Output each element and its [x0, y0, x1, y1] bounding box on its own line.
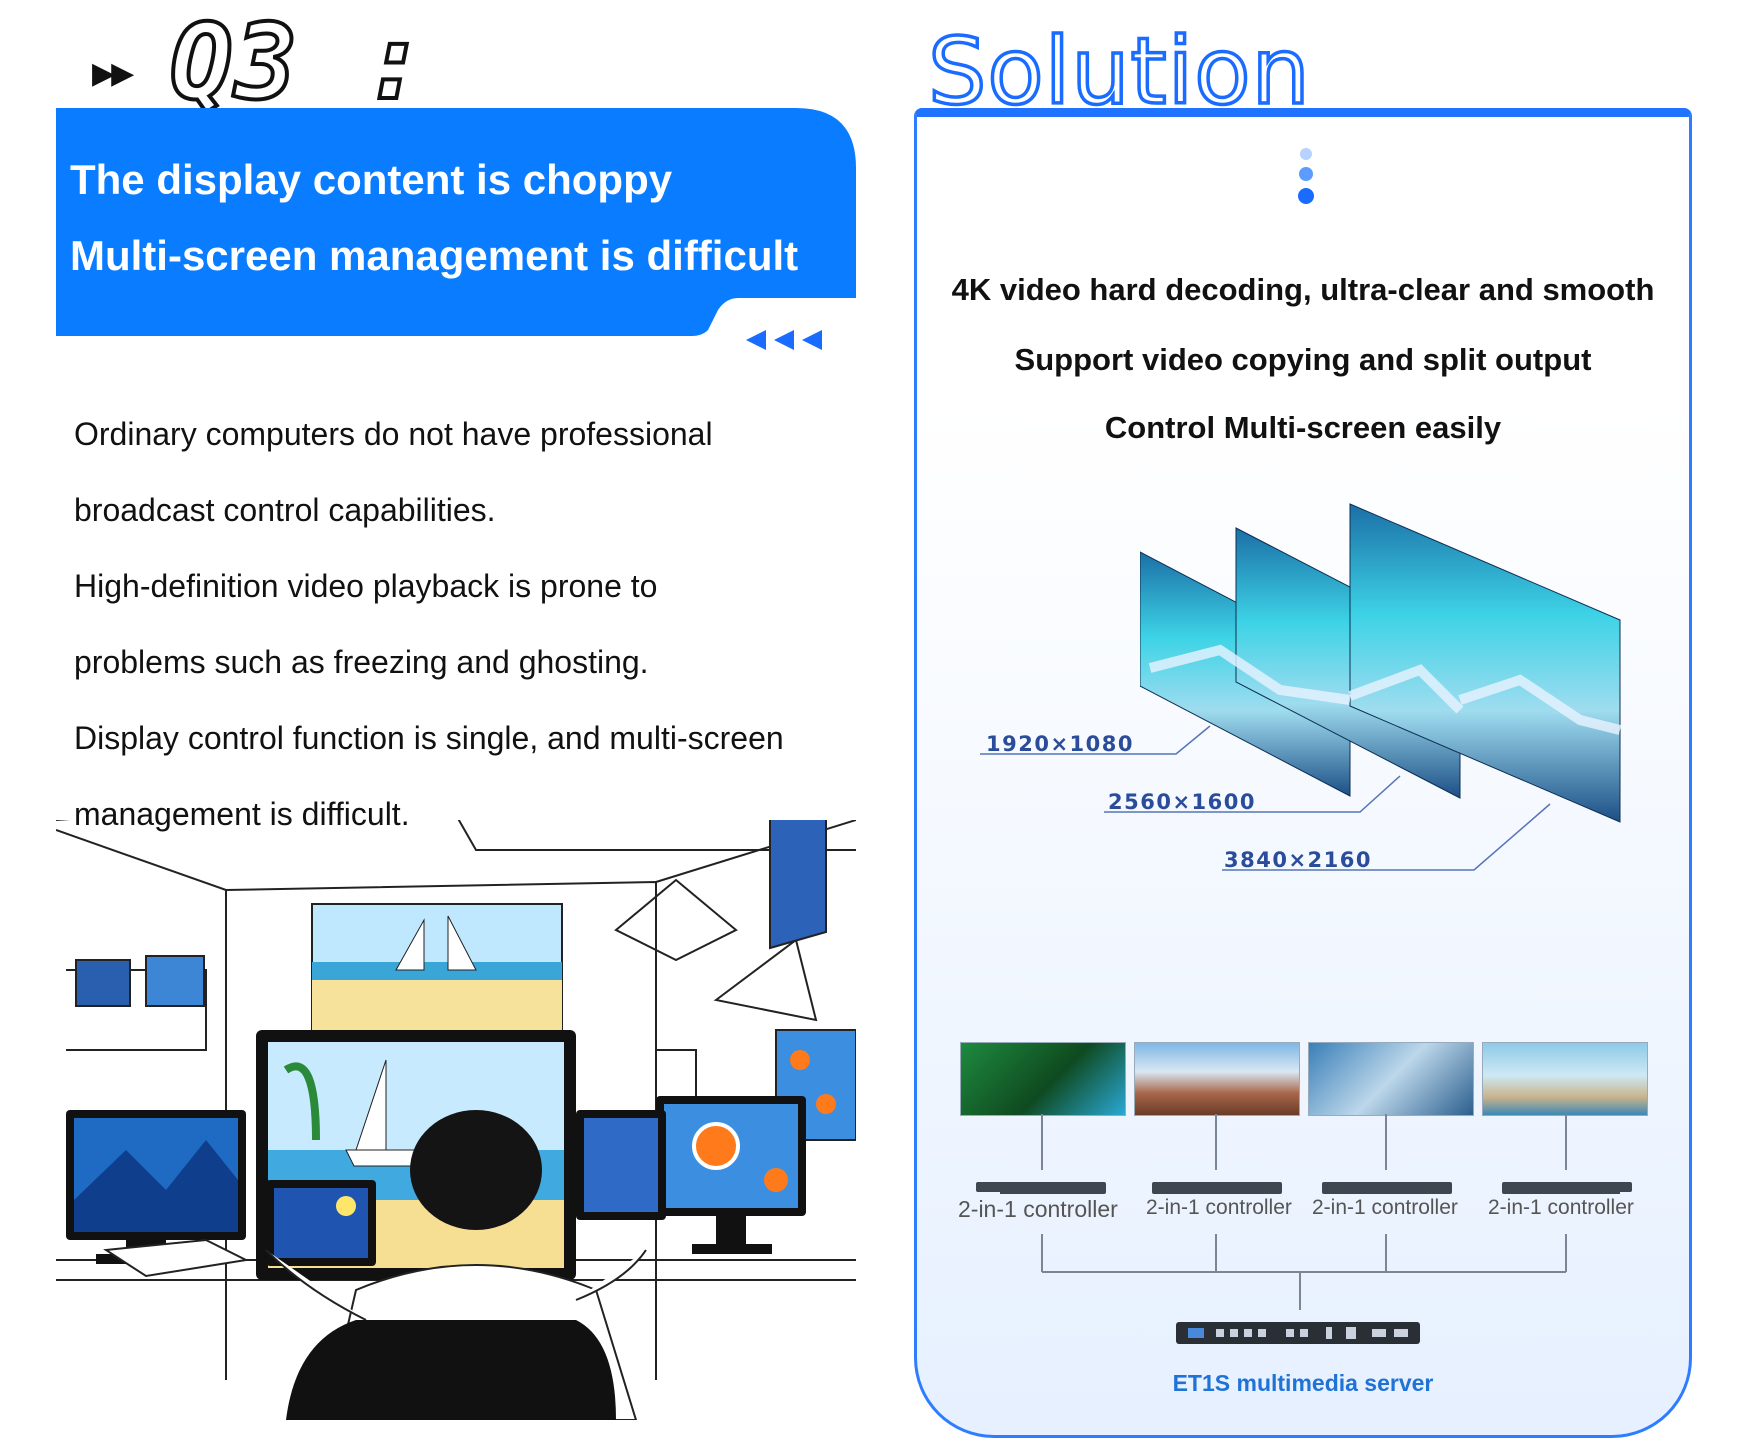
resolution-label-1: 1920×1080 — [986, 732, 1134, 756]
back-arrows-icon — [746, 330, 822, 350]
controller-label-1: 2-in-1 controller — [958, 1196, 1118, 1222]
controller-device-3 — [1322, 1182, 1452, 1192]
question-label: Q3 : — [168, 1, 429, 123]
problem-banner — [56, 108, 856, 336]
resolution-label-3: 3840×2160 — [1224, 848, 1372, 872]
paragraph-line-1: Ordinary computers do not have professio… — [74, 416, 713, 452]
screen-3840 — [1349, 503, 1621, 823]
controller-device-4 — [1502, 1182, 1632, 1192]
solution-title: Solution — [926, 18, 1311, 125]
banner-line-1: The display content is choppy — [70, 156, 673, 203]
controller-device-2 — [1152, 1182, 1282, 1192]
paragraph-line-2: broadcast control capabilities. — [74, 492, 496, 528]
paragraph-line-3: High-definition video playback is prone … — [74, 568, 658, 604]
controller-label-2: 2-in-1 controller — [1146, 1196, 1292, 1219]
thumbnail-bird — [1308, 1042, 1474, 1116]
feature-line-3: Control Multi-screen easily — [1104, 410, 1502, 445]
resolution-leader-lines — [980, 725, 1551, 871]
resolution-screens — [1140, 503, 1622, 823]
thumbnail-coast — [1482, 1042, 1648, 1116]
controller-label-3: 2-in-1 controller — [1312, 1196, 1458, 1219]
thumbnail-mountain — [1134, 1042, 1300, 1116]
paragraph-line-5: Display control function is single, and … — [74, 720, 784, 756]
banner-line-2: Multi-screen management is difficult — [70, 232, 799, 279]
controller-label-4: 2-in-1 controller — [1488, 1196, 1634, 1219]
controller-device-1 — [976, 1182, 1106, 1192]
server-device-icon — [1176, 1322, 1420, 1344]
connection-lines — [1000, 1114, 1620, 1310]
control-room-illustration — [56, 820, 856, 1420]
paragraph-line-6: management is difficult. — [74, 796, 410, 832]
feature-line-1: 4K video hard decoding, ultra-clear and … — [951, 272, 1655, 307]
play-arrows-icon: ▶▶ — [92, 56, 134, 91]
progress-dots-icon — [1298, 148, 1314, 204]
paragraph-line-4: problems such as freezing and ghosting. — [74, 644, 649, 680]
thumbnail-kingfisher — [960, 1042, 1126, 1116]
resolution-label-2: 2560×1600 — [1108, 790, 1256, 814]
feature-line-2: Support video copying and split output — [1014, 342, 1592, 377]
server-label: ET1S multimedia server — [1172, 1370, 1434, 1396]
